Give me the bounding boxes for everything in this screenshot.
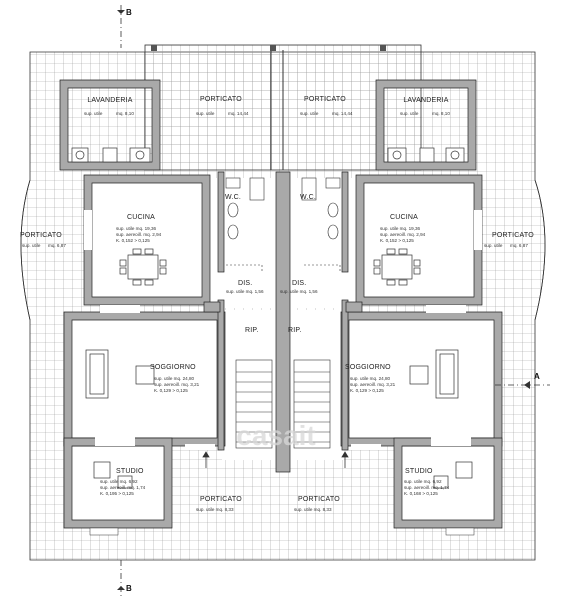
area-value-lavanderia-left: mq. 8,10	[116, 111, 134, 116]
kitchen-furniture	[119, 248, 421, 286]
room-name-soggiorno-left: SOGGIORNO	[150, 364, 196, 371]
room-stat-studio-left-1: sup. utile mq. 6,92	[100, 479, 138, 484]
room-name-rip-right: RIP.	[288, 327, 302, 334]
room-name-dis-right: DIS.	[292, 280, 307, 287]
room-name-porticato-top-right: PORTICATO	[304, 96, 346, 103]
stairs	[235, 359, 331, 449]
room-stat-cucina-left-1: sup. utile mq. 19,36	[116, 226, 157, 231]
room-area-porticato-bottom-right: sup. utile mq. 8,33	[294, 507, 332, 512]
section-mark-a-right: A	[534, 372, 540, 381]
room-name-porticato-top-left: PORTICATO	[200, 96, 242, 103]
wc-fixtures	[225, 177, 341, 272]
section-lines	[120, 5, 550, 598]
section-mark-b-bottom: B	[126, 584, 132, 593]
room-area-dis-left: sup. utile mq. 1,56	[226, 289, 264, 294]
room-name-lavanderia-left: LAVANDERIA	[87, 97, 133, 104]
walls	[59, 79, 503, 529]
room-name-cucina-left: CUCINA	[127, 214, 156, 221]
room-stat-soggiorno-right-3: K. 0,129 > 0,125	[350, 388, 384, 393]
room-area-porticato-bottom-left: sup. utile mq. 8,33	[196, 507, 234, 512]
room-stat-soggiorno-left-1: sup. utile mq. 24,80	[154, 376, 195, 381]
room-stat-soggiorno-right-1: sup. utile mq. 24,80	[350, 376, 391, 381]
room-name-porticato-side-right: PORTICATO	[492, 232, 534, 239]
area-label-porticato-side-left: sup. utile	[22, 243, 41, 248]
room-name-soggiorno-right: SOGGIORNO	[345, 364, 391, 371]
area-value-porticato-top-right: mq. 14,44	[332, 111, 353, 116]
upper-porticato-floor	[144, 44, 422, 171]
room-name-studio-right: STUDIO	[405, 468, 433, 475]
area-value-porticato-side-left: mq. 6,87	[48, 243, 66, 248]
area-value-porticato-side-right: mq. 6,87	[510, 243, 528, 248]
laundry-appliances	[71, 147, 465, 163]
section-mark-b-top: B	[126, 8, 132, 17]
area-label-lavanderia-left: sup. utile	[84, 111, 103, 116]
room-stat-cucina-left-2: sup. aereoill. mq. 2,94	[116, 232, 162, 237]
room-area-dis-right: sup. utile mq. 1,56	[280, 289, 318, 294]
area-label-porticato-side-right: sup. utile	[484, 243, 503, 248]
room-name-wc-right: W.C.	[300, 194, 316, 201]
room-stat-soggiorno-right-2: sup. aereoill. mq. 3,21	[350, 382, 396, 387]
watermark: casait	[236, 420, 315, 451]
area-value-lavanderia-right: mq. 8,10	[432, 111, 450, 116]
room-stat-soggiorno-left-2: sup. aereoill. mq. 3,21	[154, 382, 200, 387]
room-stat-studio-left-2: sup. aereoill. mq. 1,74	[100, 485, 146, 490]
room-name-lavanderia-right: LAVANDERIA	[403, 97, 449, 104]
area-label-porticato-top-right: sup. utile	[300, 111, 319, 116]
room-name-porticato-side-left: PORTICATO	[20, 232, 62, 239]
room-name-porticato-bottom-right: PORTICATO	[298, 496, 340, 503]
dimension-tabs	[89, 527, 475, 536]
room-stat-cucina-right-2: sup. aereoill. mq. 2,94	[380, 232, 426, 237]
room-stat-studio-right-1: sup. utile mq. 6,92	[404, 479, 442, 484]
section-arrows	[117, 10, 530, 590]
room-stat-soggiorno-left-3: K. 0,129 > 0,125	[154, 388, 188, 393]
room-stat-cucina-right-3: K. 0,152 > 0,125	[380, 238, 414, 243]
room-name-porticato-bottom-left: PORTICATO	[200, 496, 242, 503]
room-stat-studio-right-3: K. 0,168 > 0,125	[404, 491, 438, 496]
access-arrows	[202, 451, 349, 468]
living-furniture	[85, 349, 473, 489]
area-label-lavanderia-right: sup. utile	[400, 111, 419, 116]
openings	[84, 210, 482, 450]
room-name-dis-left: DIS.	[238, 280, 253, 287]
room-stat-studio-right-2: sup. aereoill. mq. 1,74	[404, 485, 450, 490]
area-value-porticato-top-left: mq. 14,44	[228, 111, 249, 116]
area-label-porticato-top-left: sup. utile	[196, 111, 215, 116]
room-name-rip-left: RIP.	[245, 327, 259, 334]
room-stat-cucina-left-3: K. 0,152 > 0,125	[116, 238, 150, 243]
room-stat-cucina-right-1: sup. utile mq. 19,36	[380, 226, 421, 231]
room-name-studio-left: STUDIO	[116, 468, 144, 475]
room-name-wc-left: W.C.	[225, 194, 241, 201]
room-stat-studio-left-3: K. 0,195 > 0,125	[100, 491, 134, 496]
room-name-cucina-right: CUCINA	[390, 214, 419, 221]
